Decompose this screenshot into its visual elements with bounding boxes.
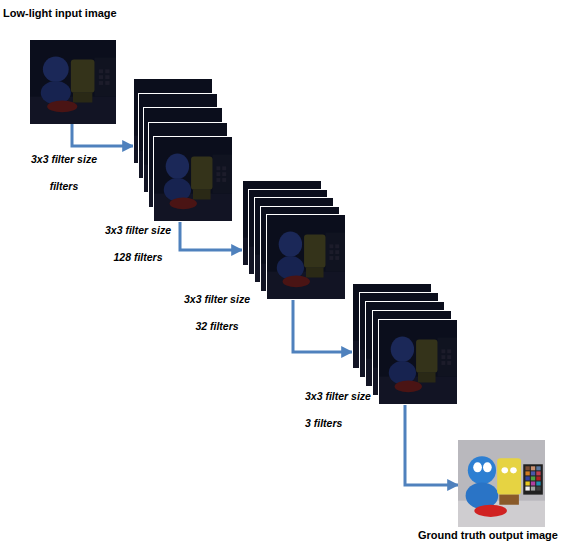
flow-arrow [72, 124, 133, 146]
layer-label: 3x3 filter size filters [29, 146, 99, 200]
image-caption: Low-light input image [3, 6, 117, 20]
layer-label: 3x3 filter size 128 filters [103, 217, 173, 271]
scene-picture [267, 215, 345, 299]
scene-picture [154, 137, 232, 221]
scene-picture [30, 40, 116, 124]
image-card [153, 136, 233, 222]
flow-arrow [180, 222, 242, 250]
image-card [378, 319, 458, 405]
flow-arrow [405, 405, 458, 485]
flow-arrow [293, 300, 352, 352]
image-caption: Ground truth output image [418, 528, 558, 542]
scene-picture [458, 440, 545, 527]
input-image: Low-light input image [30, 40, 116, 124]
image-card [266, 214, 346, 300]
output-image: Ground truth output image [458, 440, 545, 527]
layer-label: 3x3 filter size 3 filters [305, 383, 375, 437]
feature-map-stack [242, 180, 346, 300]
feature-map-stack [352, 283, 458, 405]
layer-label: 3x3 filter size 32 filters [182, 286, 252, 340]
scene-picture [379, 320, 457, 404]
feature-map-stack [133, 78, 233, 222]
image-card [30, 40, 116, 124]
image-card [458, 440, 545, 527]
